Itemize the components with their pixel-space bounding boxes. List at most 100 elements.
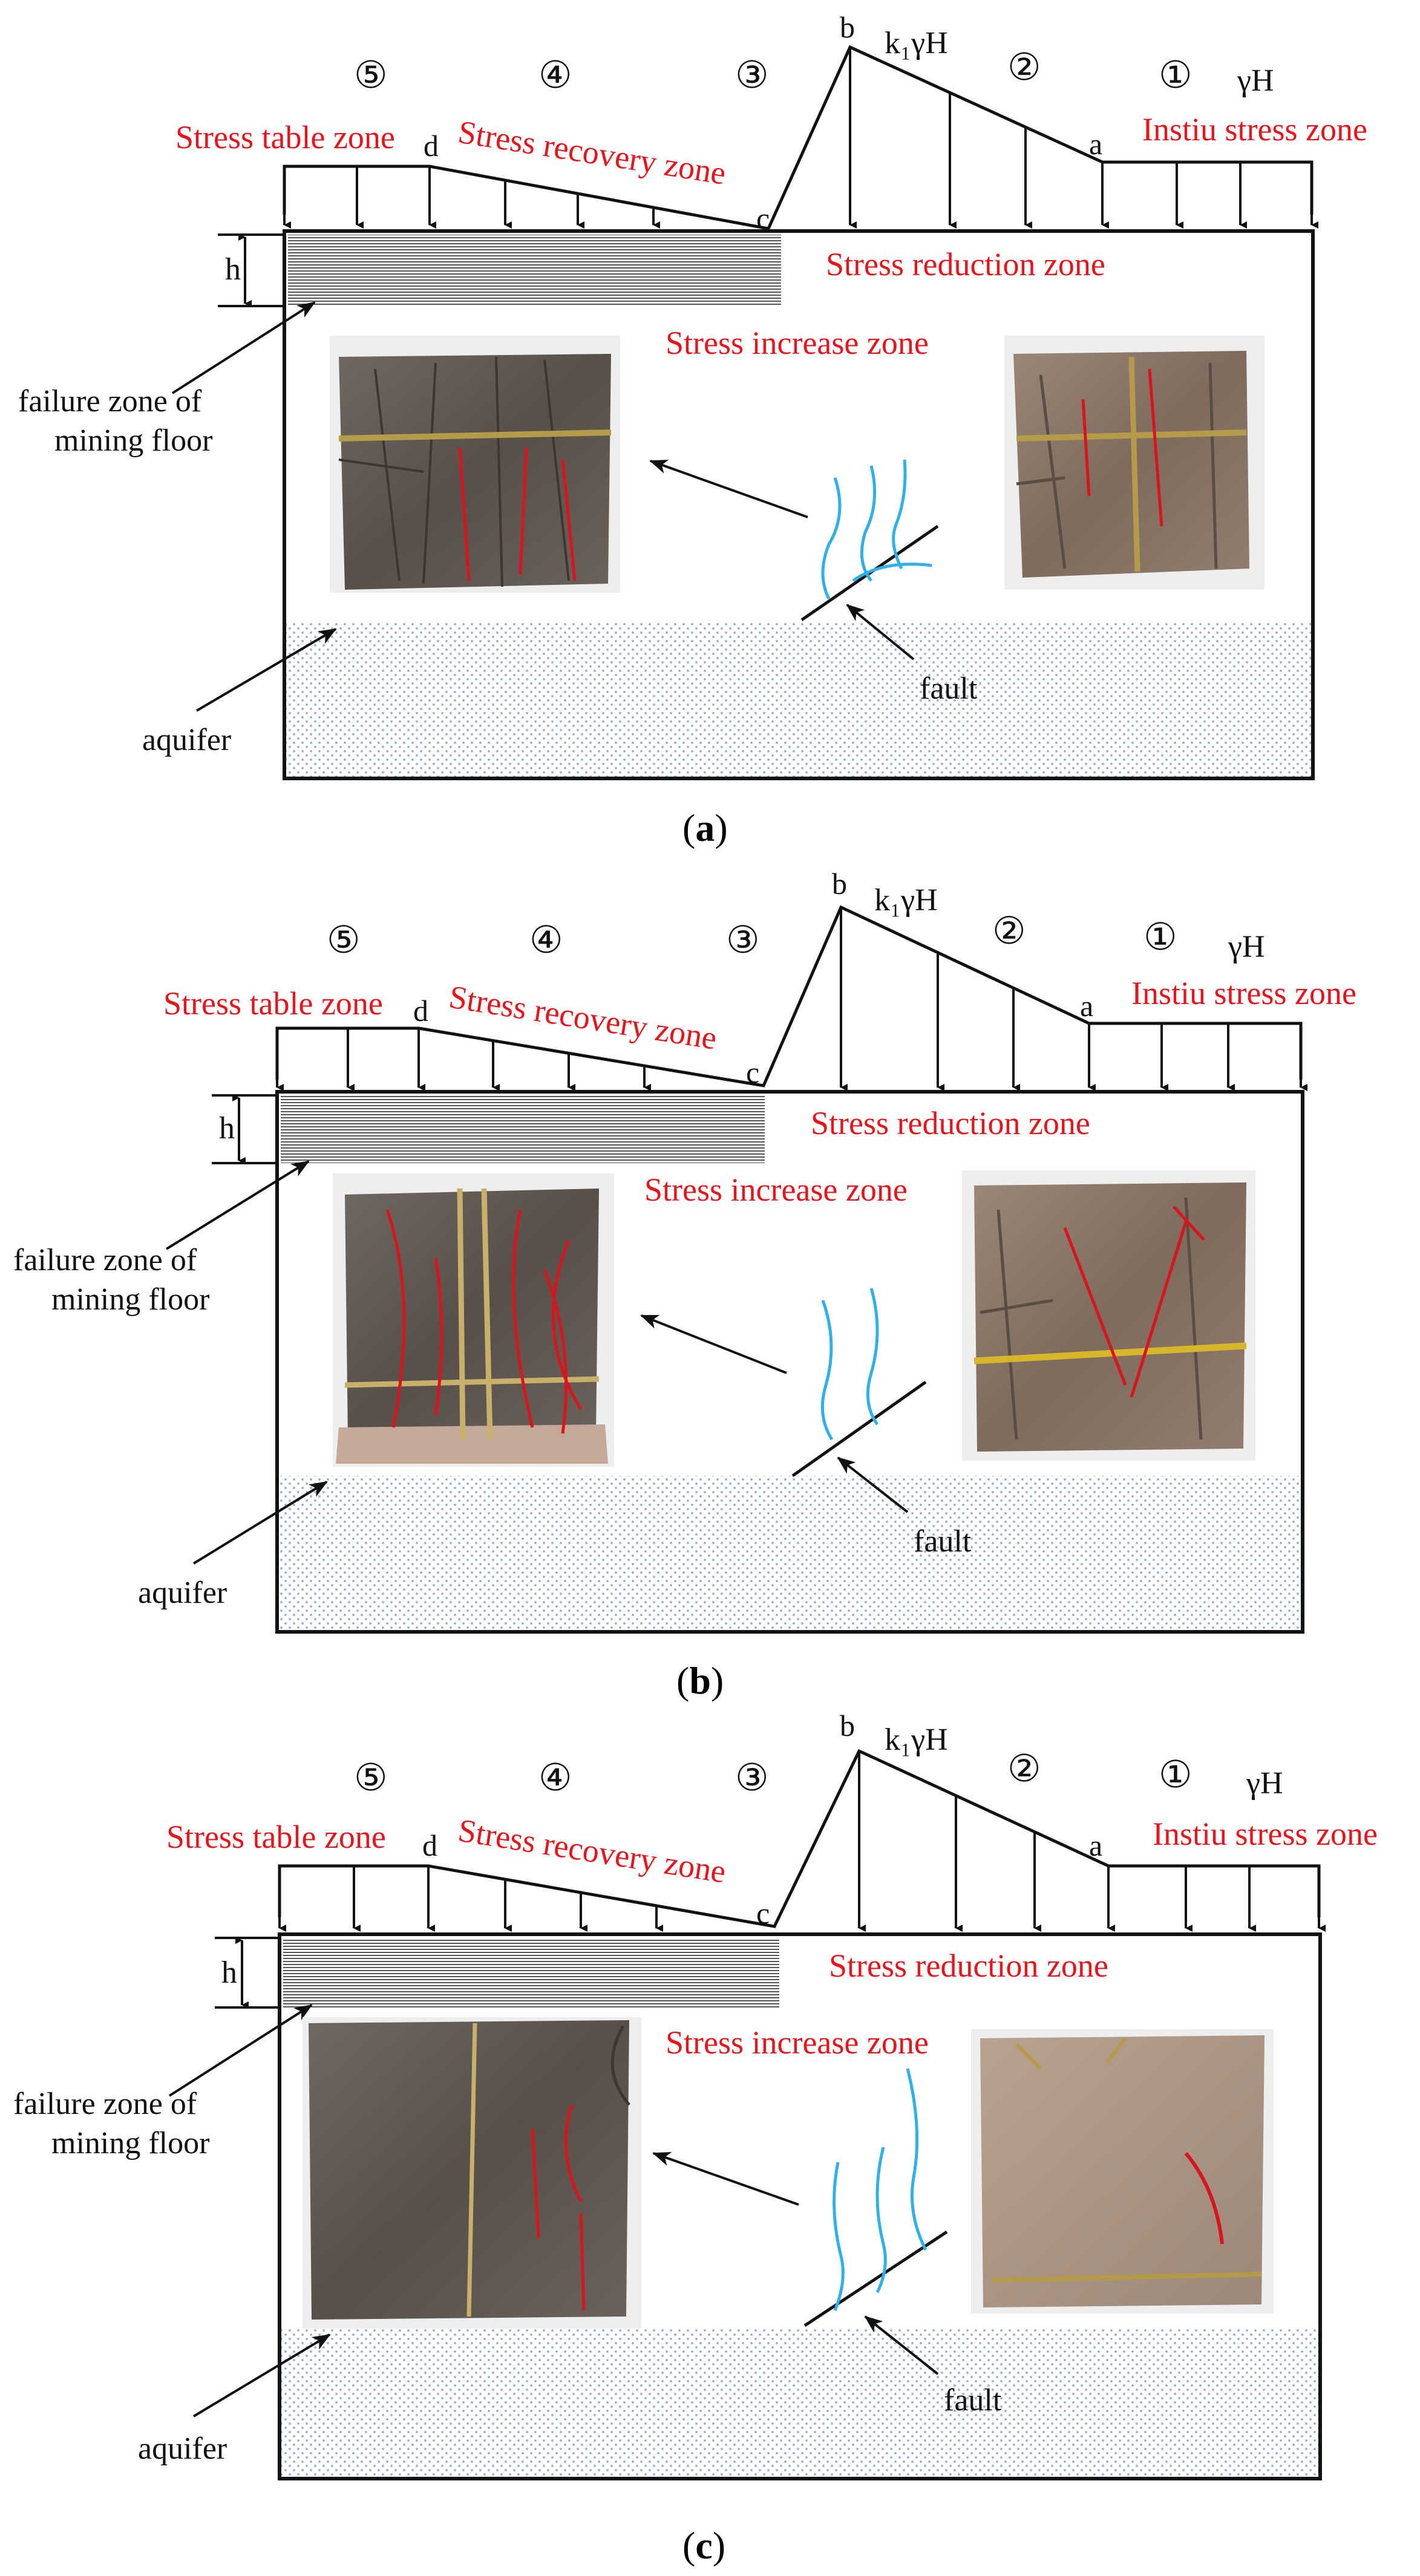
fault-line — [791, 1380, 927, 1478]
point-b: b — [840, 10, 855, 44]
point-b: b — [832, 867, 847, 901]
stress-distribution-curve — [275, 905, 1303, 1087]
zone-5-label: ⑤ — [327, 920, 361, 961]
aquifer-pointer — [192, 1481, 328, 1565]
zone-2-label: ② — [1007, 47, 1041, 88]
zone-5-label: ⑤ — [354, 55, 388, 96]
stress-recovery-zone-label: Stress recovery zone — [447, 979, 719, 1057]
fault-label: fault — [914, 1524, 972, 1559]
aquifer-pointer — [195, 628, 337, 712]
insitu-zone-label: Instiu stress zone — [1131, 975, 1356, 1011]
fault-pointer — [846, 604, 915, 660]
load-arrows — [276, 907, 1307, 1091]
aquifer-label: aquifer — [142, 723, 231, 757]
failure-zone-label-line1: failure zone of — [18, 384, 202, 419]
caption-c-letter: c — [695, 2524, 712, 2567]
h-dimension — [212, 1094, 277, 1164]
insitu-stress-label: γH — [1228, 930, 1265, 964]
specimen-photo-right — [1004, 336, 1265, 590]
h-label: h — [221, 1955, 237, 1990]
failure-zone-label-line2: mining floor — [54, 423, 212, 458]
specimen-pointer-arrow — [640, 1314, 787, 1374]
panel-a: ⑤ ④ ③ ② ① b k₁γH γH Stress table zone d … — [18, 10, 1367, 849]
failure-zone-label-line2: mining floor — [51, 2126, 209, 2160]
fault-fractures — [821, 459, 932, 600]
failure-zone-label-line1: failure zone of — [13, 2087, 197, 2121]
specimen-pointer-arrow — [649, 460, 808, 518]
zone-3-label: ③ — [735, 55, 769, 96]
point-d: d — [424, 129, 439, 163]
caption-c: (c) — [682, 2524, 725, 2567]
failure-zone-hatch — [288, 235, 781, 306]
fault-fractures — [820, 1288, 879, 1441]
fault-pointer — [837, 1456, 909, 1513]
aquifer-label: aquifer — [138, 1576, 227, 1610]
failure-zone-hatch — [281, 1095, 765, 1163]
peak-stress-label: k₁γH — [885, 26, 948, 60]
failure-zone-label-line2: mining floor — [51, 1282, 209, 1317]
point-a: a — [1080, 989, 1093, 1023]
failure-zone-pointer — [168, 2004, 313, 2097]
zone-5-label: ⑤ — [354, 1758, 388, 1799]
zone-3-label: ③ — [726, 920, 760, 961]
insitu-zone-label: Instiu stress zone — [1153, 1816, 1378, 1852]
stress-increase-zone-label: Stress increase zone — [666, 2024, 929, 2061]
aquifer-pointer — [192, 2333, 331, 2418]
stress-reduction-zone-label: Stress reduction zone — [811, 1105, 1090, 1141]
aquifer-layer — [281, 2327, 1318, 2477]
stress-increase-zone-label: Stress increase zone — [644, 1172, 908, 1208]
caption-a: (a) — [682, 806, 728, 849]
specimen-photo-left — [333, 1173, 614, 1467]
insitu-stress-label: γH — [1237, 64, 1274, 98]
fault-label: fault — [920, 671, 978, 706]
fault-fractures — [833, 2068, 928, 2311]
point-d: d — [422, 1828, 437, 1862]
h-label: h — [219, 1111, 235, 1146]
specimen-photo-left — [303, 2017, 641, 2329]
point-c: c — [756, 1896, 770, 1930]
specimen-pointer-arrow — [652, 2152, 799, 2206]
peak-stress-label: k₁γH — [874, 883, 938, 918]
aquifer-layer — [279, 1476, 1301, 1630]
failure-zone-hatch — [283, 1938, 779, 2007]
zone-1-label: ① — [1159, 1755, 1193, 1796]
zone-2-label: ② — [992, 911, 1026, 952]
point-b: b — [840, 1709, 855, 1743]
stress-table-zone-label: Stress table zone — [163, 985, 383, 1022]
aquifer-label: aquifer — [138, 2431, 227, 2466]
stress-distribution-curve — [283, 45, 1314, 230]
zone-4-label: ④ — [538, 1758, 572, 1799]
caption-b: (b) — [676, 1659, 724, 1702]
peak-stress-label: k₁γH — [885, 1723, 948, 1757]
failure-zone-pointer — [171, 301, 316, 394]
fault-pointer — [864, 2315, 939, 2375]
fault-label: fault — [944, 2383, 1002, 2418]
insitu-stress-label: γH — [1246, 1766, 1283, 1801]
panel-b: ⑤ ④ ③ ② ① b k₁γH γH Stress table zone d … — [13, 867, 1356, 1702]
specimen-photo-right — [962, 1170, 1255, 1461]
h-dimension — [218, 233, 284, 307]
insitu-zone-label: Instiu stress zone — [1142, 111, 1367, 148]
h-label: h — [225, 252, 241, 287]
load-arrows — [278, 1751, 1326, 1932]
aquifer-layer — [286, 622, 1311, 777]
panel-c: ⑤ ④ ③ ② ① b k₁γH γH Stress table zone d … — [13, 1709, 1378, 2567]
caption-a-letter: a — [695, 806, 715, 849]
point-a: a — [1089, 127, 1102, 161]
zone-2-label: ② — [1007, 1749, 1041, 1790]
stress-increase-zone-label: Stress increase zone — [666, 325, 929, 361]
caption-b-letter: b — [689, 1659, 711, 1702]
stress-table-zone-label: Stress table zone — [166, 1819, 386, 1855]
zone-4-label: ④ — [538, 55, 572, 96]
failure-zone-pointer — [165, 1160, 310, 1250]
point-a: a — [1089, 1828, 1102, 1862]
specimen-photo-right — [971, 2029, 1274, 2314]
specimen-photo-left — [330, 336, 620, 593]
stress-distribution-curve — [278, 1749, 1321, 1928]
stress-reduction-zone-label: Stress reduction zone — [826, 246, 1105, 282]
zone-4-label: ④ — [529, 920, 563, 961]
zone-1-label: ① — [1159, 55, 1193, 96]
load-arrows — [283, 47, 1318, 229]
zone-1-label: ① — [1144, 917, 1177, 958]
